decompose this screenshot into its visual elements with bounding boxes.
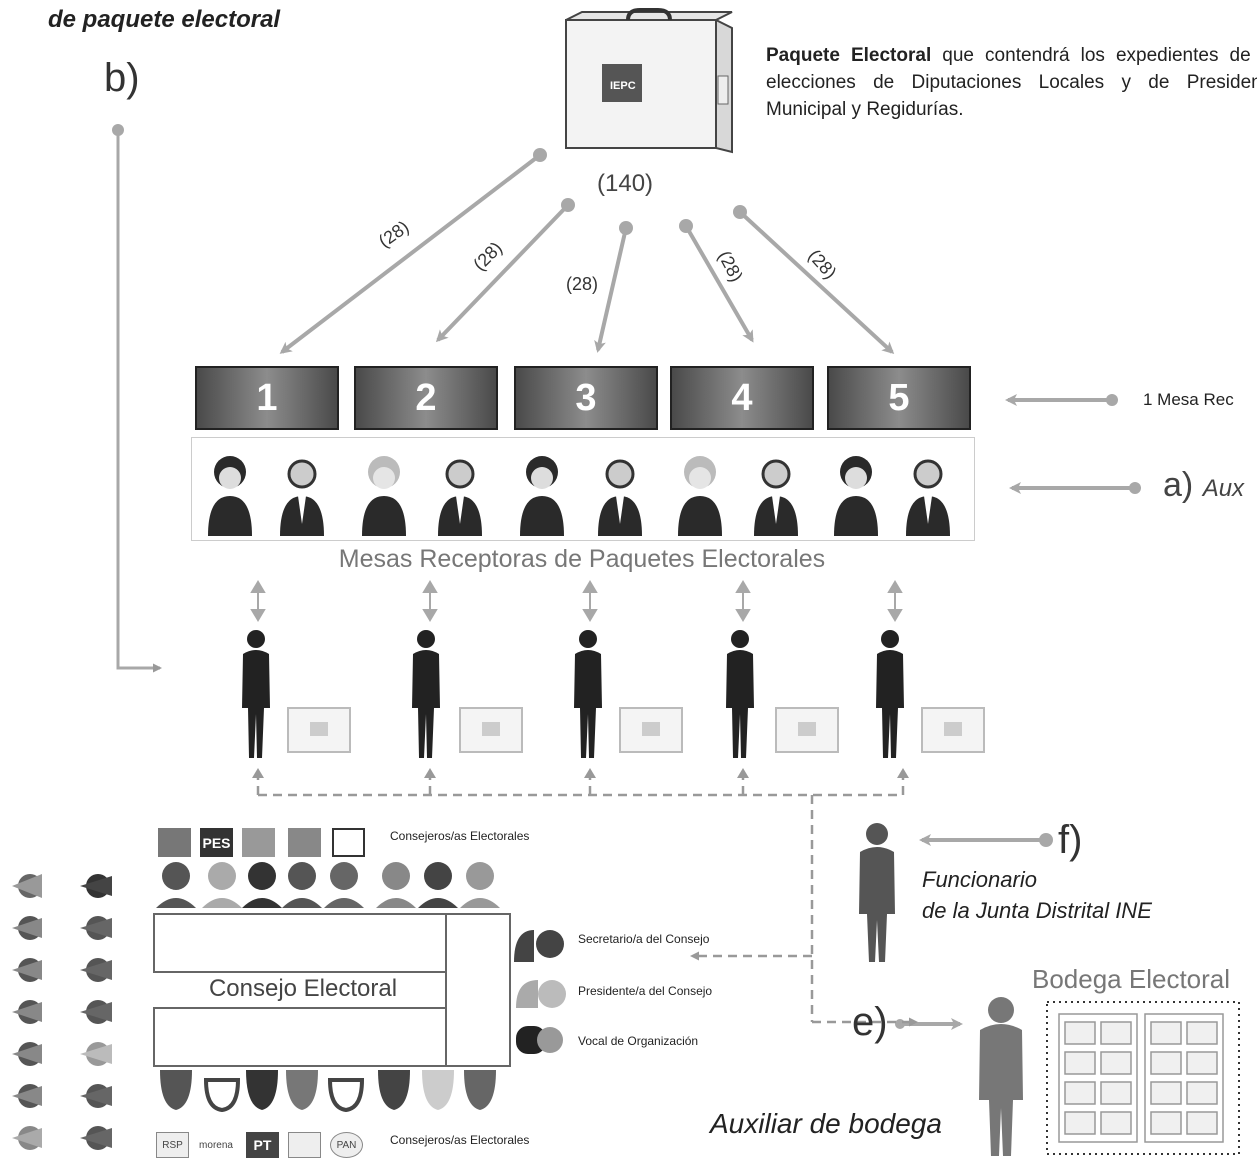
reception-table-1: 1 (195, 366, 339, 430)
package-description-text: que contendrá los expedientes de las ele… (766, 45, 1257, 120)
carried-package-icons (287, 707, 985, 753)
label-f: f) (1058, 818, 1083, 862)
table-official-links (250, 580, 903, 622)
arrow-origin-dots (533, 148, 747, 235)
party-logo-top-3 (242, 828, 275, 857)
party-logo-rsp: RSP (156, 1132, 189, 1158)
party-logo-pt: PT (246, 1132, 279, 1158)
council-title: Consejo Electoral (208, 975, 398, 1002)
consejeros-top-label: Consejeros/as Electorales (390, 829, 530, 843)
legend-a: a) Aux (1163, 466, 1244, 505)
officials-with-packages (242, 630, 985, 758)
legend-a-letter: a) (1163, 466, 1194, 504)
label-b: b) (104, 56, 140, 100)
package-logo-text: IEPC (610, 80, 636, 92)
representative-icons (12, 874, 112, 1150)
arrow-count-3: (28) (566, 274, 599, 294)
legend-a-text: Aux (1202, 475, 1245, 502)
bodega-auxiliary-label: Auxiliar de bodega (710, 1108, 942, 1139)
auxiliary-staff-row (191, 437, 975, 541)
bodega-illustration (979, 997, 1240, 1156)
party-logo-top-4 (288, 828, 321, 857)
consejeros-bottom-label: Consejeros/as Electorales (390, 1133, 530, 1147)
reception-table-5: 5 (827, 366, 971, 430)
council-top-seats (156, 862, 500, 908)
bodega-auxiliary-icon (979, 997, 1023, 1156)
tables-title: Mesas Receptoras de Paquetes Electorales (338, 545, 826, 573)
reception-table-2: 2 (354, 366, 498, 430)
page-subtitle: de paquete electoral (48, 6, 281, 33)
party-logo-top-5 (332, 828, 365, 857)
package-description-bold: Paquete Electoral (766, 45, 932, 66)
legend-arrows (900, 394, 1135, 1030)
role-secretario: Secretario/a del Consejo (578, 932, 710, 946)
party-logo-top-1 (158, 828, 191, 857)
label-e: e) (852, 1000, 888, 1044)
package-description: Paquete Electoral que contendrá los expe… (766, 42, 1257, 123)
official-person-icons (242, 630, 904, 758)
package-distribution-arrows (279, 153, 895, 355)
funcionario-label-line1: Funcionario (922, 867, 1037, 892)
reception-table-3: 3 (514, 366, 658, 430)
council-table (153, 913, 511, 1067)
party-logo-morena: morena (199, 1139, 233, 1151)
bodega-shelves (1058, 1013, 1224, 1143)
legend-mesa-label: 1 Mesa Rec (1143, 390, 1234, 409)
party-logo-bottom-4 (288, 1132, 321, 1158)
funcionario-label-line2: de la Junta Distrital INE (922, 898, 1152, 923)
role-vocal: Vocal de Organización (578, 1034, 699, 1048)
party-representatives (12, 874, 112, 1150)
party-logo-pan: PAN (330, 1132, 363, 1158)
funcionario-label: Funcionario de la Junta Distrital INE (922, 864, 1152, 926)
role-presidente: Presidente/a del Consejo (578, 984, 713, 998)
funcionario-icon (859, 823, 895, 962)
bodega-title: Bodega Electoral (1032, 964, 1231, 994)
council-bottom-seats (160, 1070, 496, 1113)
auxiliary-staff-icons (208, 456, 950, 536)
package-total-count: (140) (597, 170, 654, 197)
bodega-frame (1046, 1001, 1240, 1155)
connector-b (112, 124, 162, 673)
council-role-icons (514, 930, 566, 1054)
electoral-package-icon (565, 8, 733, 154)
reception-table-4: 4 (670, 366, 814, 430)
person-icons (208, 456, 950, 536)
council-table-illustration (153, 862, 511, 1113)
party-logo-pes: PES (200, 828, 233, 857)
